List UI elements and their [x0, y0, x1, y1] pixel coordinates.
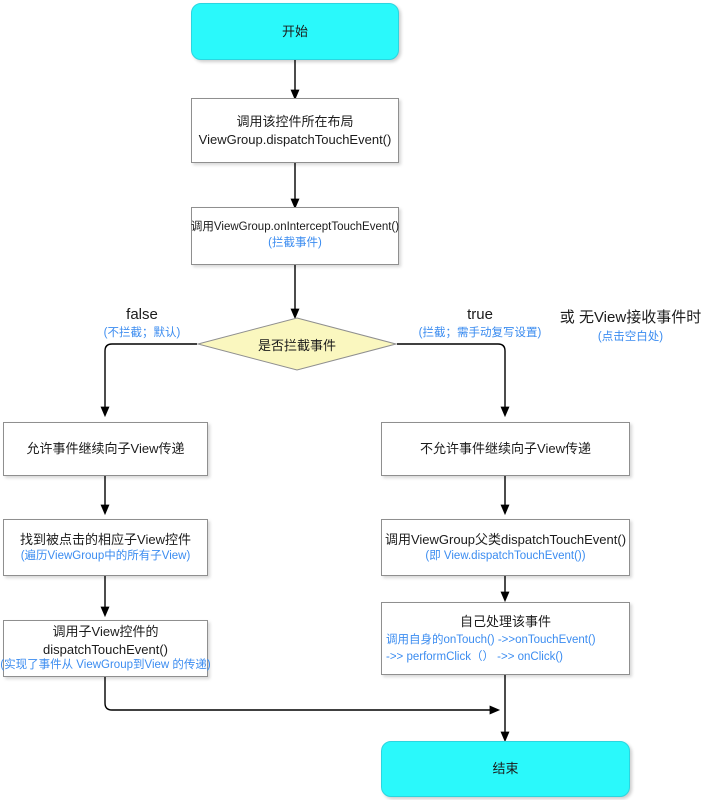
node-super-dispatch-line2: (即 View.dispatchTouchEvent())	[425, 549, 586, 562]
node-super-dispatch-line1: 调用ViewGroup父类dispatchTouchEvent()	[384, 531, 627, 547]
edge-decision-false	[100, 343, 197, 418]
node-handle-self-line1: 自己处理该事件	[459, 614, 551, 629]
node-on-intercept[interactable]: 调用ViewGroup.onInterceptTouchEvent() (拦截事…	[191, 207, 399, 265]
node-deny-pass[interactable]: 不允许事件继续向子View传递	[381, 422, 630, 476]
decision-shape	[197, 317, 397, 371]
node-end-label: 结束	[492, 761, 519, 777]
edge-label-alt-value: 或 无View接收事件时	[559, 309, 702, 326]
node-child-dispatch[interactable]: 调用子View控件的 dispatchTouchEvent() (实现了事件从 …	[0, 620, 211, 677]
node-decision[interactable]: 是否拦截事件	[197, 317, 397, 371]
node-dispatch-parent-line1: 调用该控件所在布局	[236, 113, 354, 129]
node-allow-pass-line1: 允许事件继续向子View传递	[26, 441, 185, 457]
node-child-dispatch-line3: (实现了事件从 ViewGroup到View 的传递)	[0, 659, 211, 672]
edge-decision-true	[397, 343, 510, 418]
node-handle-self[interactable]: 自己处理该事件 调用自身的onTouch() ->>onTouchEvent()…	[381, 602, 630, 675]
edge-label-false-note: (不拦截；默认)	[103, 327, 181, 339]
node-dispatch-parent[interactable]: 调用该控件所在布局 ViewGroup.dispatchTouchEvent()	[191, 98, 399, 163]
node-find-child[interactable]: 找到被点击的相应子View控件 (遍历ViewGroup中的所有子View)	[3, 519, 208, 576]
node-deny-pass-line1: 不允许事件继续向子View传递	[420, 441, 591, 457]
edge-childdispatch-to-end	[104, 677, 501, 715]
node-on-intercept-line1: 调用ViewGroup.onInterceptTouchEvent()	[190, 221, 400, 234]
node-decision-label: 是否拦截事件	[257, 338, 336, 353]
edge-label-true-value: true	[467, 306, 493, 323]
node-start[interactable]: 开始	[191, 3, 399, 60]
edge-label-false: false (不拦截；默认)	[62, 306, 222, 340]
node-dispatch-parent-line2: ViewGroup.dispatchTouchEvent()	[198, 131, 392, 147]
node-allow-pass[interactable]: 允许事件继续向子View传递	[3, 422, 208, 476]
node-super-dispatch[interactable]: 调用ViewGroup父类dispatchTouchEvent() (即 Vie…	[381, 519, 630, 576]
node-start-label: 开始	[281, 23, 308, 39]
node-handle-self-line3: ->> performClick（） ->> onClick()	[386, 651, 564, 664]
node-child-dispatch-line1: 调用子View控件的	[52, 624, 159, 640]
edge-label-alt: 或 无View接收事件时 (点击空白处)	[548, 306, 713, 344]
node-find-child-line1: 找到被点击的相应子View控件	[20, 531, 191, 547]
edge-label-alt-note: (点击空白处)	[597, 331, 664, 343]
node-end[interactable]: 结束	[381, 741, 630, 797]
node-child-dispatch-line2: dispatchTouchEvent()	[42, 641, 168, 657]
node-handle-self-line2: 调用自身的onTouch() ->>onTouchEvent()	[386, 633, 596, 646]
edge-label-false-value: false	[126, 306, 158, 323]
edge-label-true: true (拦截；需手动复写设置)	[396, 306, 564, 340]
edge-label-true-note: (拦截；需手动复写设置)	[418, 327, 542, 339]
node-find-child-line2: (遍历ViewGroup中的所有子View)	[20, 549, 191, 562]
node-on-intercept-line2: (拦截事件)	[268, 237, 322, 249]
